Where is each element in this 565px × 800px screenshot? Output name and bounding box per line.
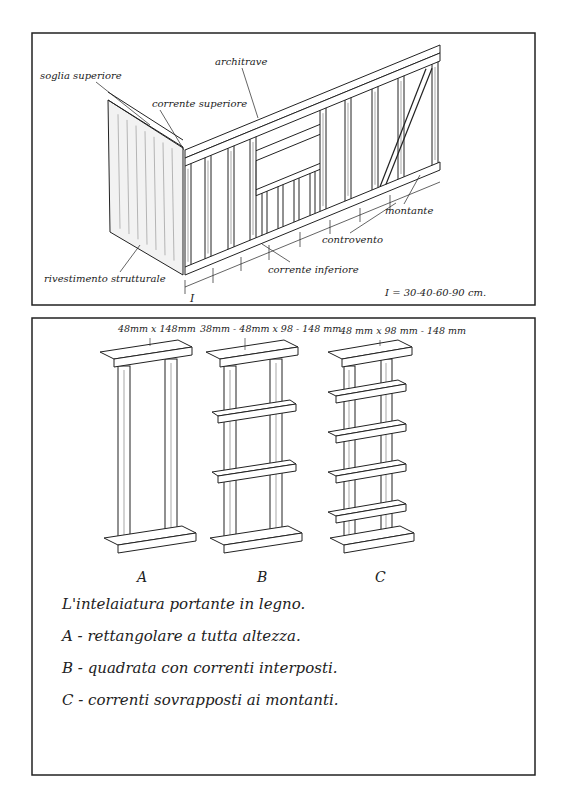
timber-stroke <box>351 98 352 199</box>
timber-stroke <box>315 171 316 213</box>
part-label: soglia superiore <box>40 70 122 81</box>
timber-stroke <box>435 67 436 160</box>
timber-stroke <box>228 148 229 249</box>
timber-stroke <box>386 68 432 184</box>
part-label: C <box>375 570 386 585</box>
timber-stroke <box>136 126 138 240</box>
timber-stroke <box>127 120 129 234</box>
part-label: C - correnti sovrapposti ai montanti. <box>62 692 338 709</box>
timber-stroke <box>375 92 376 185</box>
frame-b <box>206 340 302 553</box>
frame-c <box>328 340 414 553</box>
timber-stroke <box>323 113 324 206</box>
timber-stroke <box>267 191 268 233</box>
part-label: A - rettangolare a tutta altezza. <box>62 628 301 645</box>
timber-stroke <box>185 166 186 267</box>
timber-stroke <box>278 187 279 229</box>
part-label: montante <box>385 205 433 216</box>
timber-stroke <box>262 193 263 235</box>
part-label: I = 30-40-60-90 cm. <box>385 287 486 298</box>
timber-stroke <box>256 137 257 238</box>
part-label: B <box>257 570 267 585</box>
timber-stroke <box>401 81 402 174</box>
timber-stroke <box>256 134 320 160</box>
caption: L'intelaiatura portante in legno. <box>62 596 305 613</box>
timber-stroke <box>118 114 120 228</box>
timber-stroke <box>283 185 284 227</box>
frame-a <box>100 340 196 553</box>
timber-stroke <box>326 108 327 209</box>
timber-stroke <box>211 155 212 256</box>
timber-stroke <box>191 164 192 265</box>
wall-frame <box>108 45 440 275</box>
timber-stroke <box>348 103 349 196</box>
part-label: 38mm - 48mm x 98 - 148 mm <box>200 324 341 334</box>
part-label: corrente inferiore <box>268 264 359 275</box>
part-label: corrente superiore <box>152 98 247 109</box>
spacing-dimension <box>185 182 440 294</box>
leader-lines <box>96 68 420 272</box>
top-panel-frame <box>32 33 535 305</box>
part-label: 48 mm x 98 mm - 148 mm <box>340 326 466 336</box>
timber-stroke <box>438 62 439 163</box>
timber-stroke <box>432 64 433 165</box>
timber-stroke <box>256 161 257 196</box>
timber-stroke <box>205 158 206 259</box>
timber-stroke <box>378 86 379 187</box>
part-label: rivestimento strutturale <box>44 273 166 284</box>
timber-stroke <box>256 124 320 150</box>
part-label: architrave <box>215 56 267 67</box>
timber-stroke <box>345 100 346 201</box>
timber-stroke <box>154 137 156 250</box>
timber-stroke <box>172 148 174 260</box>
bottom-panel-frame <box>32 318 535 775</box>
structural-sheathing <box>108 100 183 275</box>
timber-stroke <box>294 180 295 222</box>
timber-stroke <box>320 110 321 211</box>
timber-stroke <box>253 142 254 235</box>
timber-stroke <box>234 146 235 247</box>
timber-stroke <box>372 89 373 190</box>
timber-stroke <box>299 178 300 220</box>
part-label: B - quadrata con correnti interposti. <box>62 660 338 677</box>
part-label: A <box>137 570 147 585</box>
sheathing-grain <box>118 114 174 260</box>
timber-stroke <box>188 169 189 262</box>
timber-stroke <box>310 174 311 216</box>
part-label: 48mm x 148mm <box>118 324 196 334</box>
timber-stroke <box>145 131 147 244</box>
timber-stroke <box>163 142 165 255</box>
timber-stroke <box>380 69 426 187</box>
part-label: controvento <box>322 234 383 245</box>
size-leaders <box>150 338 380 350</box>
timber-stroke <box>250 139 251 240</box>
timber-stroke <box>231 151 232 244</box>
part-label: I <box>190 293 194 305</box>
timber-stroke <box>208 161 209 254</box>
timber-stroke <box>398 78 399 179</box>
